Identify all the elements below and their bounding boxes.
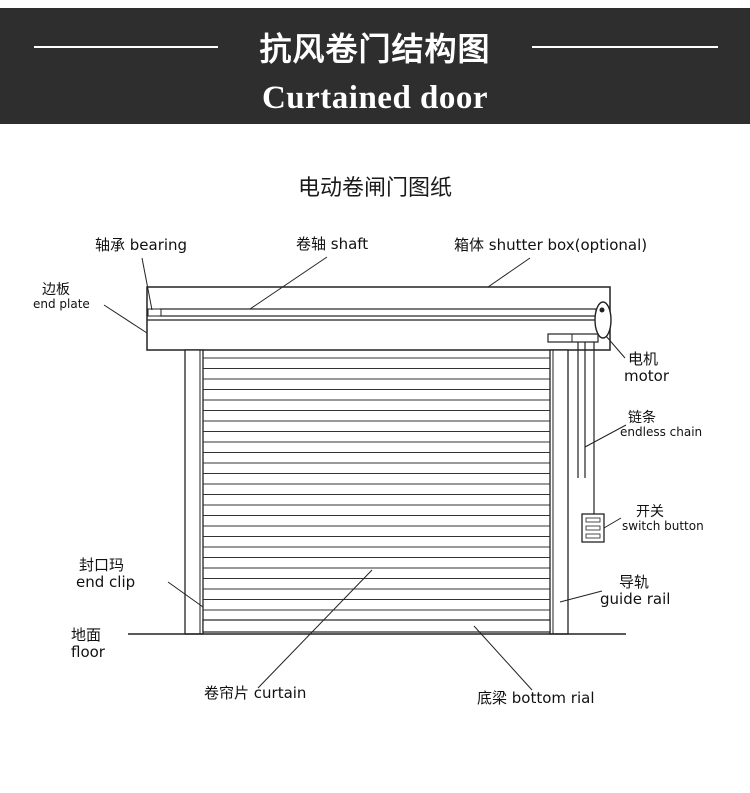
leader-bearing — [141, 257, 153, 311]
label-motor: 电机 motor — [624, 351, 669, 384]
label-shutter-box: 箱体 shutter box(optional) — [454, 236, 648, 254]
banner-rule-right — [532, 46, 718, 48]
label-chain: 链条 endless chain — [620, 410, 703, 440]
label-end-plate: 边板 end plate — [33, 282, 90, 312]
leader-bottom-rail — [473, 625, 533, 691]
banner-title-en: Curtained door — [261, 80, 489, 116]
label-bottom-rail: 底梁 bottom rial — [477, 689, 595, 707]
leader-lines — [103, 256, 627, 691]
label-switch: 开关 switch button — [622, 504, 704, 534]
label-guide-rail-cn: 导轨 — [619, 573, 650, 591]
bottom-rail — [202, 619, 551, 633]
banner-rule-left — [34, 46, 218, 48]
leader-end-plate — [103, 304, 148, 334]
label-motor-cn: 电机 — [628, 350, 659, 368]
label-switch-en: switch button — [622, 519, 704, 534]
label-motor-en: motor — [624, 366, 670, 385]
leader-shutter-box — [487, 257, 531, 288]
shutter-box — [146, 286, 611, 351]
label-guide-rail-en: guide rail — [600, 589, 671, 608]
diagram-title: 电动卷闸门图纸 — [297, 176, 452, 201]
bearing — [147, 308, 162, 317]
leader-switch — [603, 517, 622, 529]
label-end-clip: 封口玛 end clip — [76, 557, 135, 590]
shaft — [159, 308, 597, 317]
label-floor: 地面 floor — [71, 627, 105, 660]
leader-curtain — [257, 569, 373, 689]
header-banner: 抗风卷门结构图 Curtained door — [0, 8, 750, 124]
label-shaft: 卷轴 shaft — [296, 235, 369, 253]
label-chain-en: endless chain — [620, 425, 703, 440]
label-switch-cn: 开关 — [636, 504, 664, 520]
label-end-clip-cn: 封口玛 — [79, 556, 125, 574]
leader-chain — [584, 424, 627, 448]
leader-end-clip — [167, 581, 204, 608]
label-end-clip-en: end clip — [76, 572, 136, 591]
label-floor-cn: 地面 — [71, 626, 102, 644]
motor-disc — [594, 301, 612, 339]
leader-shaft — [249, 256, 328, 310]
label-end-plate-cn: 边板 — [42, 282, 70, 298]
banner-title-cn: 抗风卷门结构图 — [259, 30, 491, 68]
leader-guide-rail — [559, 590, 603, 603]
motor-bracket — [547, 333, 599, 343]
label-end-plate-en: end plate — [33, 297, 90, 312]
label-guide-rail: 导轨 guide rail — [600, 574, 670, 607]
label-floor-en: floor — [71, 642, 105, 661]
label-chain-cn: 链条 — [628, 410, 656, 426]
curtain-slats — [203, 357, 550, 611]
label-curtain: 卷帘片 curtain — [204, 684, 307, 702]
label-bearing: 轴承 bearing — [95, 236, 188, 254]
leader-motor — [605, 335, 626, 359]
